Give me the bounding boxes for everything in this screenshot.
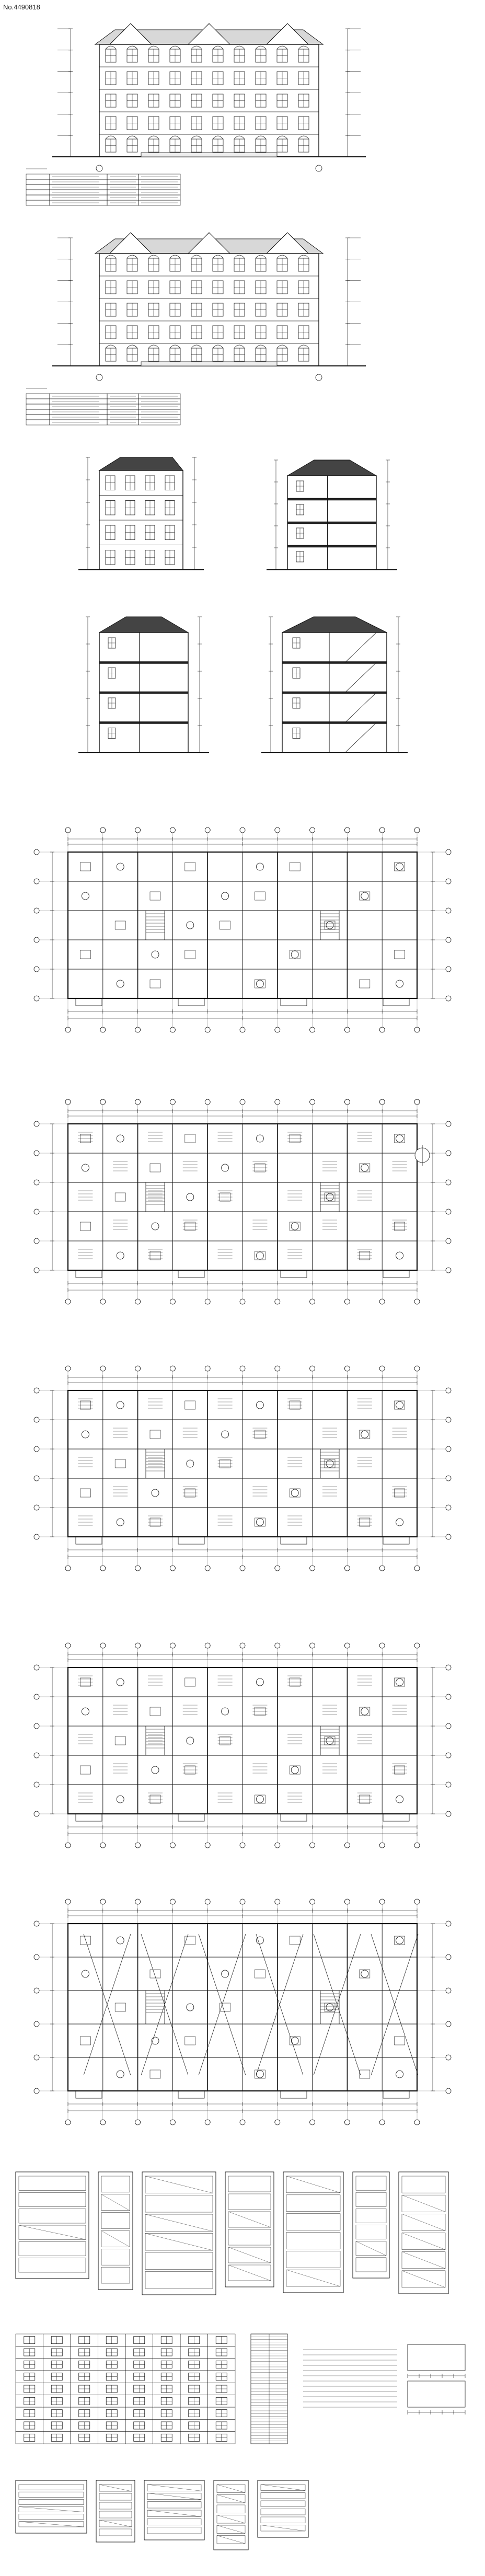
elevation-front-2	[52, 232, 366, 381]
elevation-side	[78, 457, 204, 570]
image-id-label: No.4490818	[3, 3, 40, 11]
roof-plan	[33, 1899, 452, 2125]
details-stairs-windows	[15, 2171, 449, 2295]
legend-table-2	[26, 388, 181, 426]
floor-plan-ground	[33, 827, 452, 1033]
floor-plan-third	[33, 1365, 452, 1571]
floor-plan-second	[33, 1099, 452, 1305]
schedule-doors-windows	[15, 2333, 466, 2444]
details-nodes	[15, 2480, 309, 2550]
floor-plan-fourth	[33, 1642, 452, 1848]
elevation-front-1	[52, 23, 366, 172]
legend-table-1	[26, 168, 181, 206]
section-1-1	[267, 459, 397, 570]
section-2-2	[78, 616, 209, 753]
section-3-3	[261, 616, 408, 753]
